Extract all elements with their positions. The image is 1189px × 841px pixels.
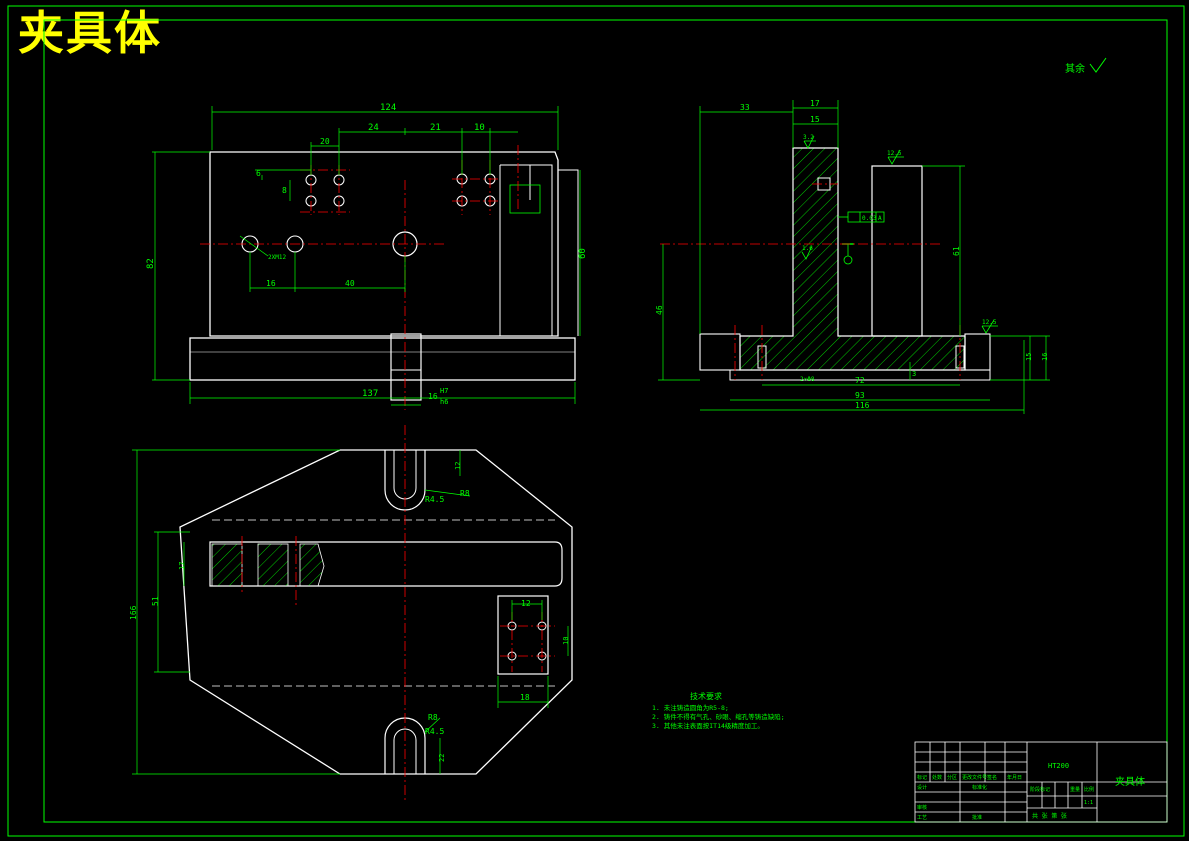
side-dim-116: 116 <box>855 401 870 410</box>
top-dim-51: 51 <box>151 596 160 606</box>
tb-standard: 标准化 <box>972 784 987 791</box>
tb-process: 工艺 <box>917 815 927 821</box>
notes-heading: 技术要求 <box>690 691 722 701</box>
front-hole-grid-left <box>305 174 345 207</box>
tb-sheets: 共 张 第 张 <box>1032 812 1067 820</box>
front-upright <box>499 164 553 336</box>
dim-82: 82 <box>146 258 156 269</box>
dim-6: 6 <box>256 169 261 178</box>
title-block-text: HT200 夹具体 标记 处数 分区 更改文件号 签名 年月日 设计 审核 工艺… <box>917 762 1145 821</box>
side-rough-125-top: 12.5 <box>887 150 902 157</box>
tb-date: 年月日 <box>1007 774 1022 781</box>
top-dim-166: 166 <box>129 605 138 620</box>
top-r8b: R8 <box>428 713 438 722</box>
note-line-3: 3. 其他未注表面按IT14级精度加工。 <box>652 721 764 730</box>
material-label: HT200 <box>1048 762 1069 770</box>
side-hole-note: 2×Φ8 <box>800 376 815 383</box>
tb-scale: 1:1 <box>1084 800 1093 806</box>
tb-sign: 签名 <box>987 774 997 781</box>
side-section-hatch <box>739 147 966 371</box>
side-dim-17: 17 <box>810 99 820 108</box>
dim-20: 20 <box>320 137 330 146</box>
front-view: 124 24 21 10 20 6 8 82 60 16 40 137 16 H… <box>146 103 588 410</box>
drawing-title: 夹具体 <box>18 6 162 60</box>
roughness-note: 其余 <box>1065 57 1107 75</box>
side-dim-15b: 15 <box>1025 353 1033 361</box>
side-dim-72: 72 <box>855 376 865 385</box>
tb-mark: 标记 <box>917 774 927 781</box>
outer-frame <box>7 5 1185 837</box>
tb-count: 处数 <box>932 774 942 781</box>
side-dim-15: 15 <box>810 115 820 124</box>
top-dim-12b: 12 <box>521 599 531 608</box>
tb-stage: 阶段标记 <box>1030 786 1050 793</box>
tolerance-value: 0.03 <box>862 215 877 222</box>
top-dim-17: 17 <box>178 562 186 570</box>
dim-21: 21 <box>430 123 441 133</box>
thread-note: 2XM12 <box>268 254 286 261</box>
note-line-1: 1. 未注铸造圆角为R5-8; <box>652 703 729 712</box>
dim-40: 40 <box>345 279 355 288</box>
dim-16: 16 <box>266 279 276 288</box>
tb-zone: 分区 <box>947 774 957 781</box>
tol-h7: H7 <box>440 387 448 395</box>
part-name-label: 夹具体 <box>1115 775 1145 788</box>
top-center-bar <box>209 541 563 587</box>
top-pad <box>497 595 549 675</box>
side-dim-61: 61 <box>952 246 961 256</box>
dim-8: 8 <box>282 186 287 195</box>
side-rough-125: 12.5 <box>982 319 997 326</box>
front-center-slot <box>390 333 422 401</box>
top-dim-18: 18 <box>520 693 530 702</box>
inner-frame <box>43 19 1168 823</box>
front-dimensions <box>152 106 581 406</box>
side-dim-3: 3 <box>912 370 916 378</box>
tb-design: 设计 <box>917 784 927 791</box>
side-roughness-symbols <box>801 135 998 334</box>
side-upright-block <box>871 165 923 337</box>
side-dim-93: 93 <box>855 391 865 400</box>
side-rough-16: 1.6 <box>802 245 813 252</box>
top-dim-22: 22 <box>438 754 446 762</box>
side-base-left <box>699 333 741 371</box>
datum-a-symbol <box>842 243 854 265</box>
note-line-2: 2. 铸件不得有气孔、砂眼、缩孔等铸造缺陷; <box>652 712 785 721</box>
dim-124: 124 <box>380 103 396 113</box>
dim-137: 137 <box>362 389 378 399</box>
top-dim-12: 12 <box>454 462 462 470</box>
side-rough-32: 3.2 <box>803 134 814 141</box>
side-dim-16: 16 <box>1041 353 1049 361</box>
top-dim-10: 10 <box>562 637 570 645</box>
side-dim-33: 33 <box>740 103 750 112</box>
top-r45b: R4.5 <box>425 727 444 736</box>
dim-10: 10 <box>474 123 485 133</box>
tb-review: 审核 <box>917 804 927 811</box>
title-block <box>914 741 1168 823</box>
roughness-note-text: 其余 <box>1065 62 1085 75</box>
tb-approve: 批准 <box>972 814 982 821</box>
front-centerlines <box>200 145 519 410</box>
tb-change: 更改文件号 <box>962 774 987 781</box>
tb-ratio: 比例 <box>1084 786 1094 793</box>
dim-60: 60 <box>578 248 588 259</box>
dim-24: 24 <box>368 123 379 133</box>
tolerance-datum: A <box>878 215 882 222</box>
top-view: 166 51 17 12 R8 R4.5 12 10 18 R8 R4.5 22 <box>129 425 573 800</box>
tolerance-frame: 0.03 A <box>838 211 885 223</box>
top-r8: R8 <box>460 489 470 498</box>
tol-h6: h6 <box>440 398 448 406</box>
tb-weight: 重量 <box>1070 786 1080 793</box>
dim-16-fit: 16 <box>428 392 438 401</box>
technical-notes: 技术要求 1. 未注铸造圆角为R5-8; 2. 铸件不得有气孔、砂眼、缩孔等铸造… <box>652 691 785 730</box>
top-slot-upper <box>384 450 426 511</box>
top-r45: R4.5 <box>425 495 444 504</box>
top-body-outline <box>179 449 573 775</box>
front-base-plate <box>189 337 576 381</box>
side-base-right <box>964 333 991 371</box>
side-dim-46: 46 <box>655 305 664 315</box>
side-view: 0.03 A <box>655 99 1050 414</box>
